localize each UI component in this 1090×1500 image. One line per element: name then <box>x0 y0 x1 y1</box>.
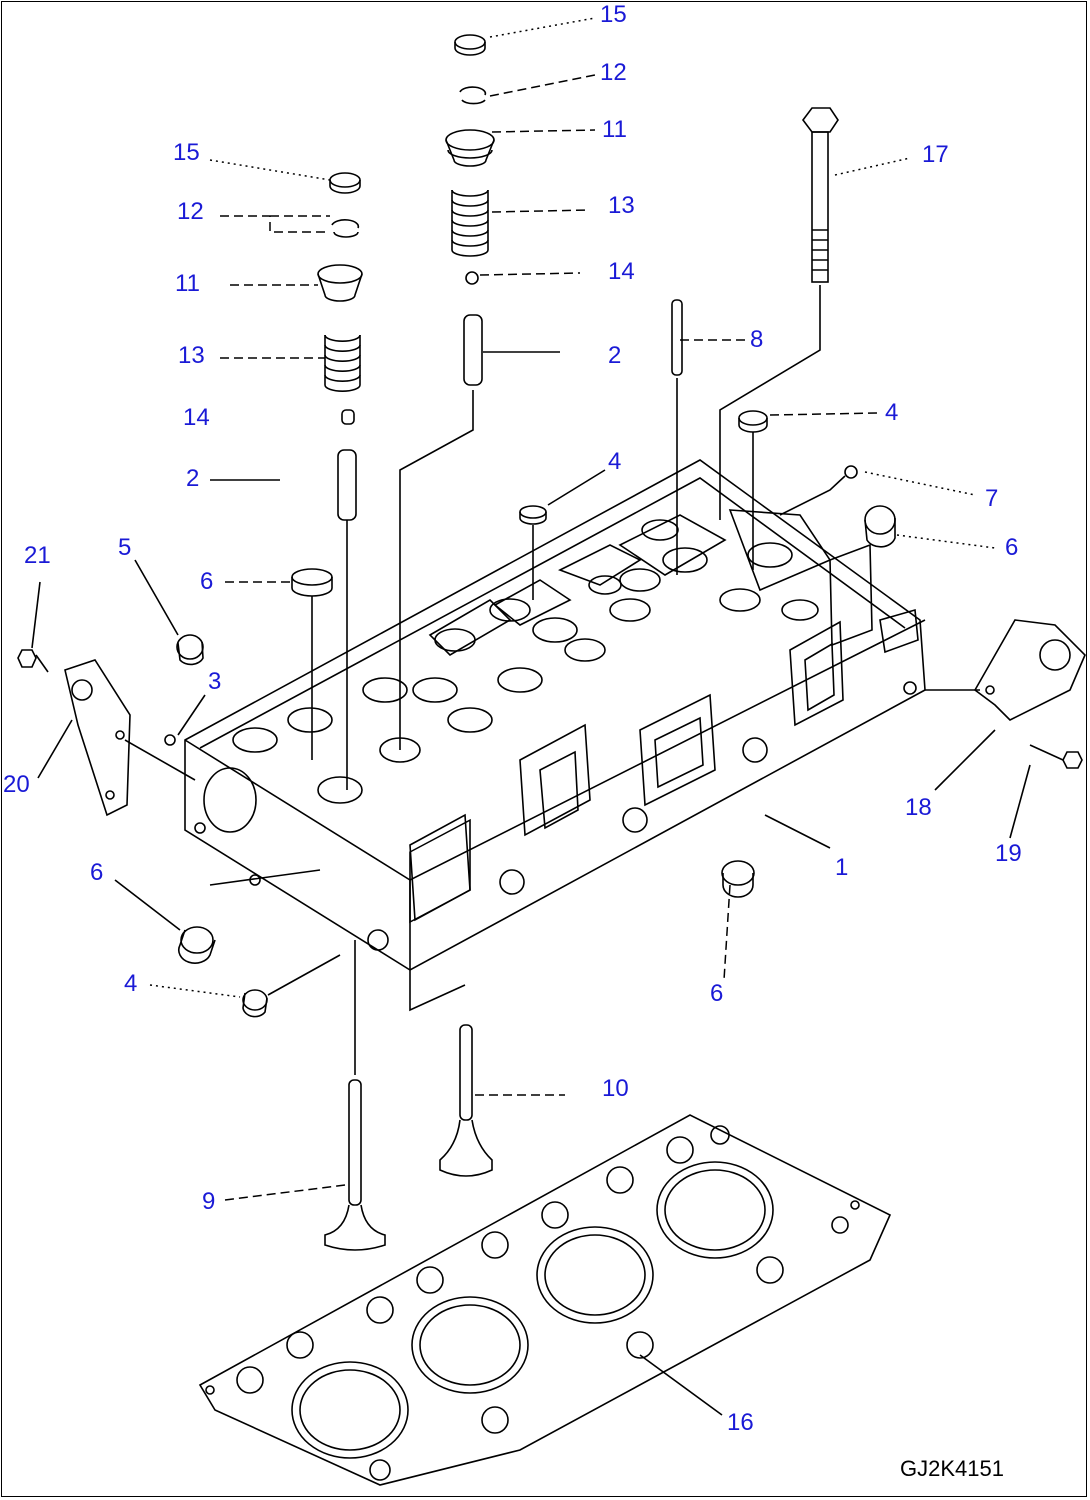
callout-12-upper: 12 <box>600 59 627 86</box>
callout-10: 10 <box>602 1075 629 1102</box>
bracket-18 <box>925 619 1086 721</box>
callout-2-left: 2 <box>186 465 200 492</box>
bolt-19 <box>1029 744 1083 769</box>
callout-13-upper: 13 <box>608 192 635 219</box>
callout-11-left: 11 <box>175 270 200 297</box>
callout-20: 20 <box>3 771 30 798</box>
callout-18: 18 <box>905 794 932 821</box>
bolt-17 <box>719 107 839 520</box>
callout-6-lower-left: 6 <box>90 859 104 886</box>
callout-19: 19 <box>995 840 1022 867</box>
callout-15-left: 15 <box>173 139 200 166</box>
callout-4-upper-right: 4 <box>885 399 899 426</box>
callout-13-left: 13 <box>178 342 205 369</box>
callout-6-right: 6 <box>1005 534 1019 561</box>
leader-lines <box>31 17 1031 1416</box>
callout-1: 1 <box>835 854 849 881</box>
cylinder-head <box>184 459 926 1012</box>
valve-10 <box>439 1024 493 1177</box>
callout-21: 21 <box>24 542 51 569</box>
bracket-20 <box>64 659 196 817</box>
callout-4-middle: 4 <box>608 448 622 475</box>
callout-15-upper: 15 <box>600 1 627 28</box>
head-gasket <box>198 1114 892 1486</box>
callout-7: 7 <box>985 485 999 512</box>
callout-6-left: 6 <box>200 568 214 595</box>
valve-stack-left <box>317 172 363 790</box>
callout-14-upper: 14 <box>608 258 635 285</box>
callout-16: 16 <box>727 1409 754 1436</box>
valve-stack-right <box>399 34 495 750</box>
valve-9 <box>324 940 386 1251</box>
drawing-code: GJ2K4151 <box>900 1456 1004 1481</box>
callout-3: 3 <box>208 668 222 695</box>
callout-14-left: 14 <box>183 404 210 431</box>
callout-2-upper: 2 <box>608 342 622 369</box>
callout-9: 9 <box>202 1188 216 1215</box>
callout-8: 8 <box>750 326 764 353</box>
bolt-21 <box>17 649 49 673</box>
callout-11-upper: 11 <box>602 116 627 143</box>
callout-5: 5 <box>118 534 132 561</box>
callout-17: 17 <box>922 141 949 168</box>
seals-and-plugs <box>164 410 896 1018</box>
callout-6-lower-right: 6 <box>710 980 724 1007</box>
callout-12-left: 12 <box>177 198 204 225</box>
callout-4-lower: 4 <box>124 970 138 997</box>
stud-8 <box>671 299 683 575</box>
